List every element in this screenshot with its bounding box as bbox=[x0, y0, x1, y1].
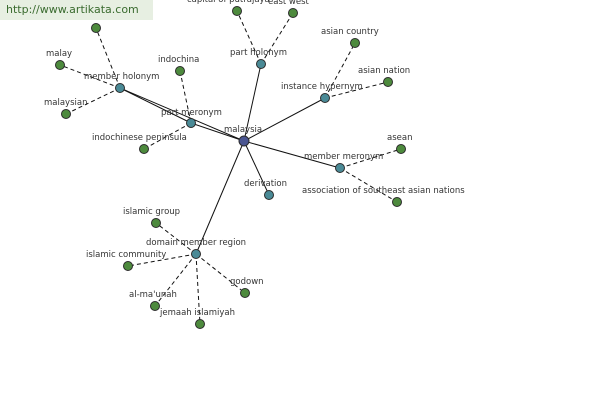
edge-instance-hypernym-asian-nation bbox=[324, 81, 389, 99]
relation-node-instance-hypernym[interactable]: instance hypernym bbox=[281, 82, 363, 103]
node-malaysian[interactable]: malaysian bbox=[44, 98, 87, 119]
node-malaysian-label: malaysian bbox=[44, 98, 87, 108]
node-islamic-group-dot[interactable] bbox=[151, 218, 161, 228]
edge-domain-member-region-jemaah-islamiyah bbox=[195, 253, 201, 325]
edge-member-holonym-malay-top bbox=[95, 27, 121, 89]
node-indochina[interactable]: indochina bbox=[158, 55, 199, 76]
node-indochina-label: indochina bbox=[158, 55, 199, 65]
center-node-malaysia-label: malaysia bbox=[224, 125, 262, 135]
node-malaysian-dot[interactable] bbox=[61, 109, 71, 119]
relation-node-domain-member-region[interactable]: domain member region bbox=[146, 238, 246, 259]
relation-node-part-holonym-label: part holonym bbox=[230, 48, 287, 58]
relation-node-part-holonym-dot[interactable] bbox=[256, 59, 266, 69]
node-association-of-southeast-asian-nations-dot[interactable] bbox=[392, 197, 402, 207]
node-asean-dot[interactable] bbox=[396, 144, 406, 154]
relation-node-member-holonym[interactable]: member holonym bbox=[84, 72, 159, 93]
edge-instance-hypernym-asian-country bbox=[324, 42, 356, 99]
relation-node-instance-hypernym-label: instance hypernym bbox=[281, 82, 363, 92]
node-asian-country-label: asian country bbox=[321, 27, 379, 37]
nodes-layer: malay malaysian indochina indochinese penin… bbox=[44, 0, 465, 329]
edge-member-meronym-asean bbox=[339, 148, 402, 169]
node-asean[interactable]: asean bbox=[387, 133, 412, 154]
relation-node-member-holonym-label: member holonym bbox=[84, 72, 159, 82]
edge-domain-member-region-godown bbox=[195, 253, 246, 294]
node-al-maunah[interactable]: al-ma'unah bbox=[129, 290, 177, 311]
node-east-west[interactable]: east west bbox=[268, 0, 310, 18]
relation-node-derivation-dot[interactable] bbox=[264, 190, 274, 200]
edge-member-meronym-association-of-southeast-asian-nations bbox=[339, 167, 398, 203]
node-islamic-community[interactable]: islamic community bbox=[86, 250, 166, 271]
node-association-of-southeast-asian-nations[interactable]: association of southeast asian nations bbox=[302, 186, 465, 207]
node-east-west-label: east west bbox=[268, 0, 310, 7]
edge-center-derivation bbox=[243, 140, 270, 196]
relation-node-member-meronym-label: member meronym bbox=[304, 152, 383, 162]
edge-center-member-meronym bbox=[243, 140, 341, 169]
relation-node-domain-member-region-label: domain member region bbox=[146, 238, 246, 248]
node-indochinese-peninsula-label: indochinese peninsula bbox=[92, 133, 187, 143]
node-malay-top[interactable] bbox=[91, 23, 101, 33]
node-capital-of-putrajaya[interactable]: capital of putrajaya bbox=[187, 0, 270, 16]
relation-node-part-meronym-label: part meronym bbox=[161, 108, 222, 118]
node-godown-label: godown bbox=[230, 277, 264, 287]
edge-part-holonym-capital-of-putrajaya bbox=[236, 10, 262, 65]
node-malay[interactable]: malay bbox=[46, 49, 72, 70]
edge-part-holonym-east-west bbox=[260, 12, 294, 65]
node-jemaah-islamiyah-label: jemaah islamiyah bbox=[159, 308, 235, 318]
center-node-malaysia[interactable]: malaysia bbox=[224, 125, 262, 147]
node-asian-country[interactable]: asian country bbox=[321, 27, 379, 48]
node-capital-of-putrajaya-label: capital of putrajaya bbox=[187, 0, 270, 5]
node-asean-label: asean bbox=[387, 133, 412, 143]
edge-member-holonym-malaysian bbox=[65, 87, 121, 115]
node-asian-country-dot[interactable] bbox=[350, 38, 360, 48]
node-malay-dot[interactable] bbox=[55, 60, 65, 70]
site-watermark[interactable]: http://www.artikata.com bbox=[0, 0, 153, 20]
relation-node-derivation[interactable]: derivation bbox=[244, 179, 287, 200]
edge-center-instance-hypernym bbox=[243, 97, 326, 142]
node-indochinese-peninsula[interactable]: indochinese peninsula bbox=[92, 133, 187, 154]
node-indochinese-peninsula-dot[interactable] bbox=[139, 144, 149, 154]
edge-center-member-holonym bbox=[119, 87, 245, 142]
node-east-west-dot[interactable] bbox=[288, 8, 298, 18]
node-jemaah-islamiyah[interactable]: jemaah islamiyah bbox=[159, 308, 235, 329]
relation-node-part-meronym-dot[interactable] bbox=[186, 118, 196, 128]
node-godown-dot[interactable] bbox=[240, 288, 250, 298]
edge-domain-member-region-islamic-group bbox=[155, 222, 197, 255]
node-malay-top-dot[interactable] bbox=[91, 23, 101, 33]
edge-domain-member-region-islamic-community bbox=[127, 253, 197, 267]
edge-part-meronym-indochinese-peninsula bbox=[143, 122, 192, 150]
relation-node-part-holonym[interactable]: part holonym bbox=[230, 48, 287, 69]
node-association-of-southeast-asian-nations-label: association of southeast asian nations bbox=[302, 186, 465, 196]
node-jemaah-islamiyah-dot[interactable] bbox=[195, 319, 205, 329]
node-al-maunah-dot[interactable] bbox=[150, 301, 160, 311]
center-node-malaysia-dot[interactable] bbox=[238, 135, 250, 147]
edge-center-domain-member-region bbox=[195, 140, 245, 255]
relation-node-domain-member-region-dot[interactable] bbox=[191, 249, 201, 259]
relation-node-member-holonym-dot[interactable] bbox=[115, 83, 125, 93]
node-asian-nation-dot[interactable] bbox=[383, 77, 393, 87]
edge-center-part-holonym bbox=[243, 63, 262, 142]
node-al-maunah-label: al-ma'unah bbox=[129, 290, 177, 300]
relation-node-part-meronym[interactable]: part meronym bbox=[161, 108, 222, 128]
node-asian-nation[interactable]: asian nation bbox=[358, 66, 410, 87]
edge-center-part-meronym bbox=[190, 122, 245, 142]
relation-node-derivation-label: derivation bbox=[244, 179, 287, 189]
node-islamic-group-label: islamic group bbox=[123, 207, 180, 217]
edge-member-holonym-part-meronym bbox=[119, 87, 192, 124]
relation-node-member-meronym[interactable]: member meronym bbox=[304, 152, 383, 173]
relation-node-member-meronym-dot[interactable] bbox=[335, 163, 345, 173]
node-godown[interactable]: godown bbox=[230, 277, 264, 298]
node-islamic-community-label: islamic community bbox=[86, 250, 166, 260]
edge-member-holonym-malay bbox=[59, 64, 121, 89]
node-asian-nation-label: asian nation bbox=[358, 66, 410, 76]
node-capital-of-putrajaya-dot[interactable] bbox=[232, 6, 242, 16]
node-indochina-dot[interactable] bbox=[175, 66, 185, 76]
edge-part-meronym-indochina bbox=[179, 70, 192, 124]
relation-node-instance-hypernym-dot[interactable] bbox=[320, 93, 330, 103]
node-malay-label: malay bbox=[46, 49, 72, 59]
node-islamic-group[interactable]: islamic group bbox=[123, 207, 180, 228]
node-islamic-community-dot[interactable] bbox=[123, 261, 133, 271]
edges-layer bbox=[59, 10, 402, 325]
